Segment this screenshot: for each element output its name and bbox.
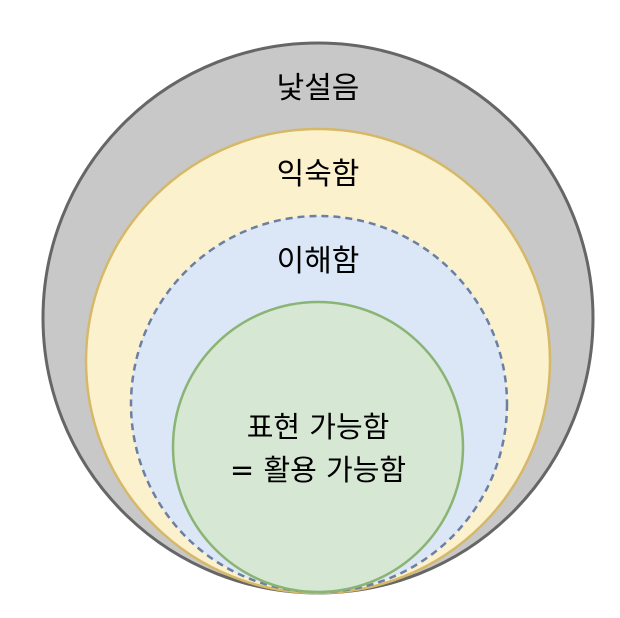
unfamiliarity-label: 낯설음 — [277, 71, 360, 106]
expressible-label-line2: = 활용 가능함 — [230, 453, 406, 487]
expressible-circle — [171, 300, 465, 594]
expressible-label-line1: 표현 가능함 — [247, 410, 390, 444]
familiarity-label: 익숙함 — [277, 157, 360, 192]
understanding-label: 이해함 — [277, 244, 360, 279]
